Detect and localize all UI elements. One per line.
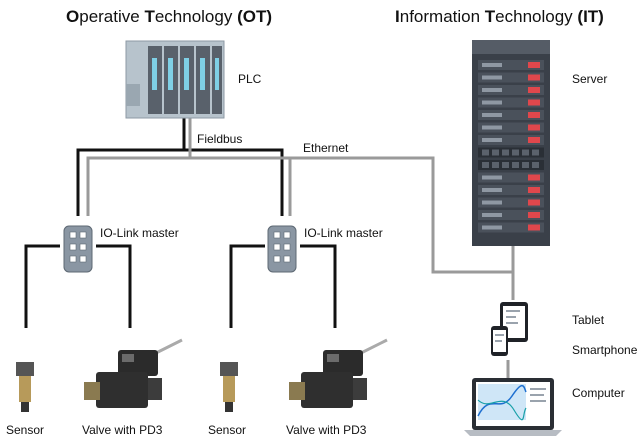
plc-icon [125, 40, 225, 119]
valve-2-label: Valve with PD3 [286, 423, 367, 437]
computer-icon [464, 378, 562, 436]
tablet-label: Tablet [572, 313, 605, 327]
valve-1-icon [84, 338, 183, 408]
ethernet-label: Ethernet [303, 141, 349, 155]
io-link-master-1-label: IO-Link master [100, 226, 179, 240]
io-link-master-2-label: IO-Link master [304, 226, 383, 240]
sensor-1-label: Sensor [6, 423, 45, 437]
io-link-master-2-icon [267, 225, 297, 273]
server-label: Server [572, 72, 608, 86]
valve-1-label: Valve with PD3 [82, 423, 163, 437]
smartphone-icon [491, 326, 508, 356]
server-icon [472, 40, 550, 246]
sensor-2-label: Sensor [208, 423, 247, 437]
valve-2-icon [289, 338, 388, 408]
fieldbus-label: Fieldbus [197, 132, 243, 146]
ot-heading: Operative Technology (OT) [66, 7, 272, 26]
smartphone-label: Smartphone [572, 343, 638, 357]
fieldbus-lines [24, 118, 337, 328]
computer-label: Computer [572, 386, 625, 400]
plc-label: PLC [238, 72, 262, 86]
io-link-master-1-icon [63, 225, 93, 273]
it-heading: Information Technology (IT) [395, 7, 604, 26]
sensor-2-icon [220, 362, 238, 412]
sensor-1-icon [16, 362, 34, 412]
ethernet-lines [86, 118, 515, 378]
